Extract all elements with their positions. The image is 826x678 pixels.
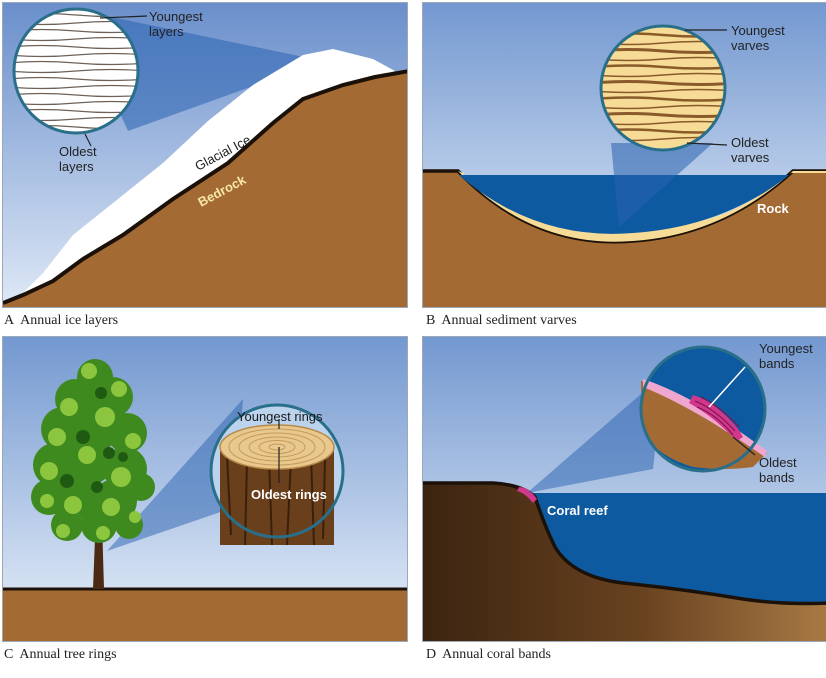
- rock: [423, 171, 826, 307]
- panel-tree-rings: Youngest rings Oldest rings: [2, 336, 408, 642]
- tree-rings-illustration: [3, 337, 407, 641]
- youngest-rings-label: Youngest rings: [237, 409, 323, 424]
- tree: [31, 359, 155, 589]
- youngest-leader-line: [708, 366, 746, 408]
- bedrock-outline: [3, 69, 407, 305]
- sediment-varves-illustration: [423, 3, 826, 307]
- seafloor-land: [423, 483, 826, 641]
- coral-bands-magnifier: [639, 345, 767, 473]
- callout-beam: [107, 399, 243, 551]
- youngest-leader-line: [99, 15, 148, 19]
- oldest-leader-line: [84, 133, 92, 147]
- oldest-rings-label: Oldest rings: [251, 487, 327, 502]
- ground: [3, 589, 407, 641]
- oldest-leader-line: [686, 142, 728, 146]
- coral-reef-label: Coral reef: [547, 503, 608, 518]
- oldest-leader-line: [732, 436, 756, 456]
- ice-layers-illustration: Glacial Ice Bedrock: [3, 3, 407, 307]
- callout-beam: [527, 375, 663, 493]
- callout-beam: [611, 143, 713, 227]
- rock-label: Rock: [757, 201, 789, 216]
- tree-rings-magnifier: [209, 403, 345, 546]
- coral-reef: [517, 487, 537, 503]
- callout-beam: [73, 9, 323, 131]
- coral-bands-illustration: [423, 337, 826, 641]
